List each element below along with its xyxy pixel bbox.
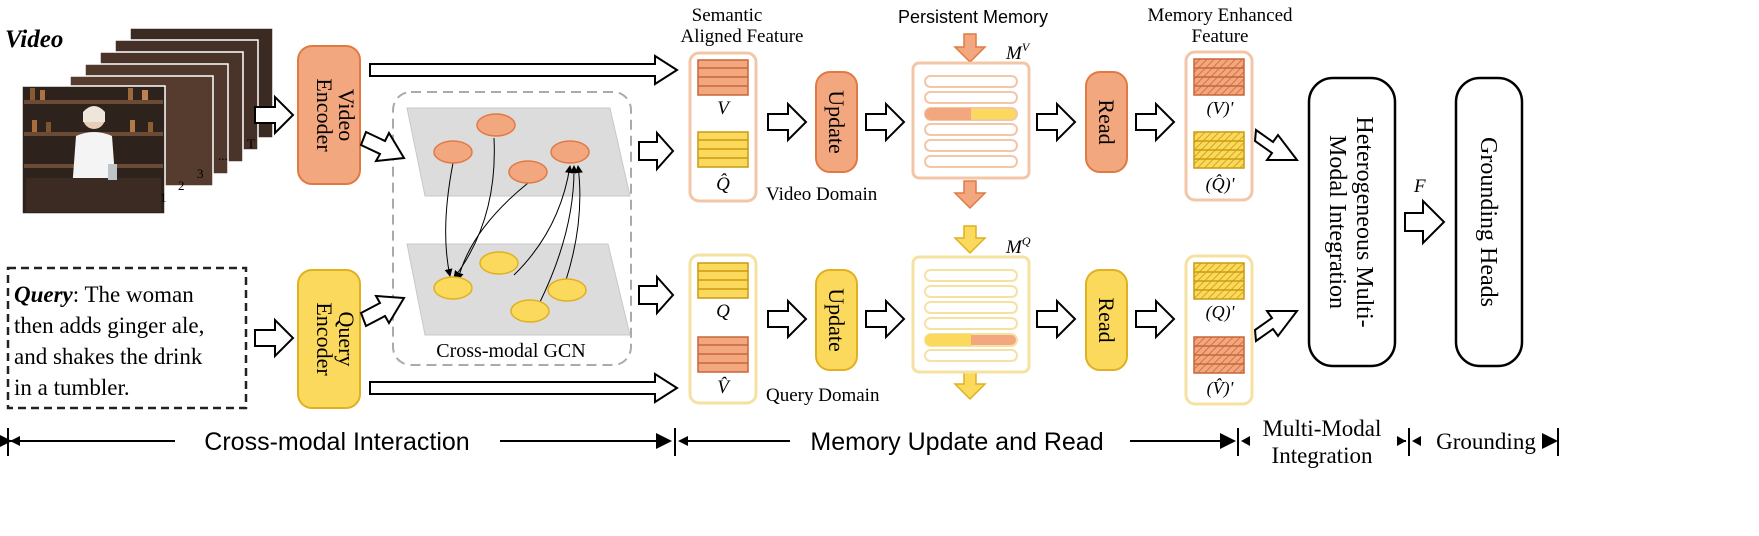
stage-multimodal-line1: Multi-Modal [1263, 416, 1382, 441]
frame-number-t: T [247, 136, 255, 151]
update-query-block: Update [815, 269, 858, 371]
query-text-line4: in a tumbler. [14, 375, 130, 400]
video-encoder: Video Encoder [297, 45, 361, 185]
query-encoder-line2: Encoder [312, 302, 337, 376]
query-line1: : The woman [73, 282, 194, 307]
memory-q-bank [911, 255, 1031, 374]
enhanced-vhat-label: (V̂)' [1207, 378, 1235, 399]
gcn-query-nodes [433, 251, 587, 323]
query-box [6, 266, 248, 410]
read-video-label: Read [1094, 99, 1119, 144]
video-frame-main [21, 85, 166, 215]
semantic-vhat-label: V̂ [717, 377, 731, 398]
gcn-label: Cross-modal GCN [436, 340, 585, 362]
video-label: Video [5, 26, 63, 53]
frame-number-1: 1 [160, 190, 167, 205]
memory-v-out-arrow [953, 180, 987, 210]
f-label: F [1413, 176, 1426, 197]
stage-grounding: Grounding [1436, 429, 1536, 454]
query-domain-label: Query Domain [766, 385, 880, 406]
frame-ellipsis: ... [218, 148, 228, 163]
stage-multimodal-line2: Integration [1272, 443, 1373, 468]
read-video-block: Read [1085, 71, 1128, 173]
video-frames [21, 27, 274, 215]
integration-line1: Heterogeneous Multi- [1351, 116, 1377, 327]
stage-memory: Memory Update and Read [810, 428, 1103, 456]
enhanced-qhat-label: (Q̂)' [1206, 174, 1236, 195]
video-domain-label: Video Domain [766, 184, 878, 205]
query-encoder-line1: Query [334, 312, 359, 367]
persistent-memory-title: Persistent Memory [898, 7, 1048, 27]
memory-v-label: MV [1005, 40, 1031, 64]
grounding-heads-label: Grounding Heads [1475, 137, 1501, 307]
gcn-box [392, 91, 632, 366]
read-query-label: Read [1094, 297, 1119, 342]
enhanced-video-box [1184, 50, 1254, 202]
video-encoder-line1: Video [334, 89, 359, 141]
semantic-query-box [688, 253, 758, 405]
enhanced-title-line1: Memory Enhanced [1147, 5, 1293, 26]
video-encoder-line2: Encoder [312, 78, 337, 152]
memory-q-label: MQ [1005, 234, 1031, 258]
semantic-v-label: V [717, 98, 731, 119]
update-video-label: Update [824, 90, 849, 154]
stage-arrow-gr-left [1412, 436, 1421, 446]
integration-block: Heterogeneous Multi- Modal Integration [1307, 76, 1397, 368]
update-video-block: Update [815, 71, 858, 173]
stage-brackets [0, 428, 1559, 456]
update-query-label: Update [824, 288, 849, 352]
enhanced-q-label: (Q)' [1206, 302, 1236, 323]
query-text-line1: Query: The woman [14, 282, 194, 307]
memory-v-bank [911, 61, 1031, 180]
stage-cross-modal: Cross-modal Interaction [204, 428, 469, 456]
gcn-video-nodes [433, 113, 590, 184]
semantic-title-line1: Semantic [692, 5, 763, 26]
semantic-qhat-label: Q̂ [716, 174, 730, 195]
frame-number-2: 2 [178, 178, 185, 193]
grounding-heads-block: Grounding Heads [1454, 76, 1524, 368]
read-query-block: Read [1085, 269, 1128, 371]
query-text-line2: then adds ginger ale, [14, 313, 204, 338]
query-label: Query [14, 282, 74, 307]
stage-arrow-left-head [10, 436, 20, 446]
stage-arrow-mm-right [1397, 436, 1406, 446]
stage-arrow-mem-left [678, 436, 688, 446]
stage-arrow-mm-left [1241, 436, 1250, 446]
gcn-query-plane [406, 243, 631, 336]
memory-q-in-arrow [953, 225, 987, 255]
enhanced-query-box [1184, 254, 1254, 406]
gcn-edges [444, 137, 583, 303]
enhanced-title-line2: Feature [1192, 26, 1249, 47]
frame-number-3: 3 [197, 166, 204, 181]
semantic-video-box [688, 51, 758, 203]
query-text-line3: and shakes the drink [14, 344, 203, 369]
semantic-q-label: Q [716, 301, 730, 322]
semantic-title-line2: Aligned Feature [681, 26, 804, 47]
integration-line2: Modal Integration [1324, 135, 1350, 309]
query-encoder: Query Encoder [297, 269, 361, 409]
memory-v-in-arrow [953, 33, 987, 64]
memory-q-out-arrow [953, 371, 987, 401]
block-arrows [254, 54, 1446, 404]
enhanced-v-label: (V)' [1207, 98, 1235, 119]
